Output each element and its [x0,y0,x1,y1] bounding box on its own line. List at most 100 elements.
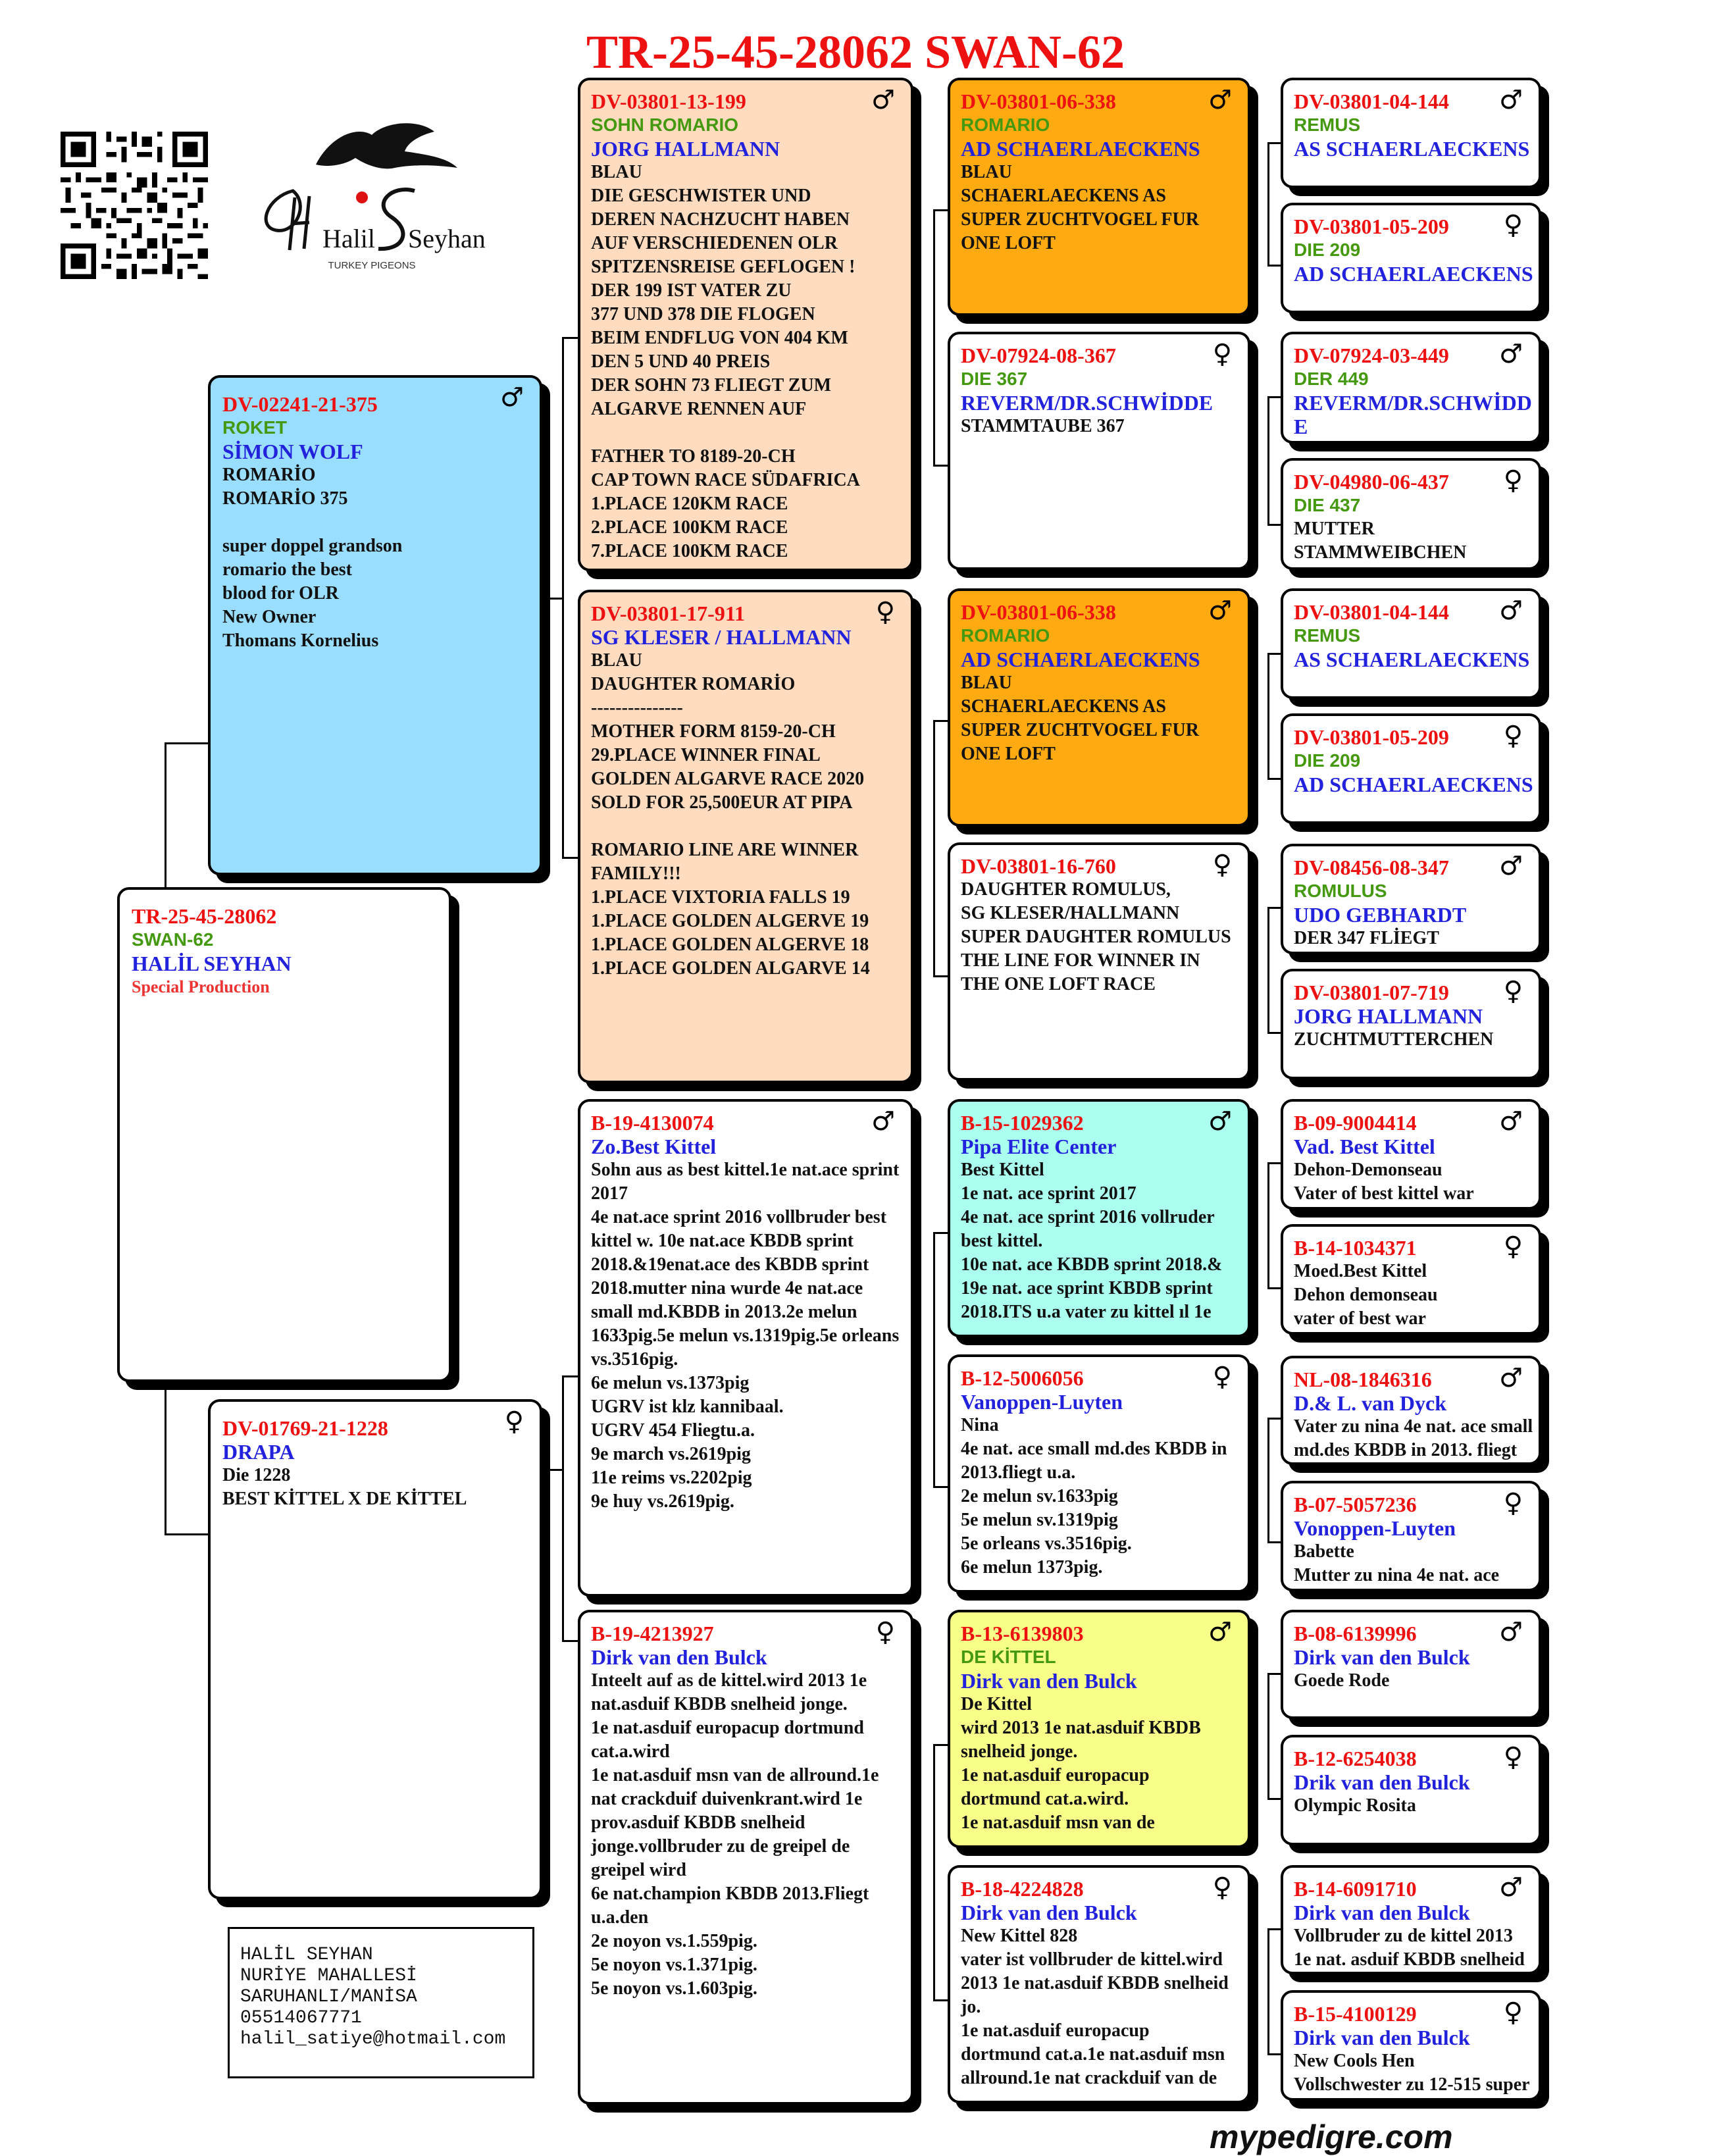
pedigree-line: 1e nat.asduif europacup [961,1765,1150,1785]
female-symbol-icon: ♀ [1503,721,1523,751]
pedigree-line: romario the best [222,559,352,580]
pedigree-line: blood for OLR [222,583,339,603]
pedigree-line: 2018.&19enat.ace des KBDB sprint [591,1254,869,1275]
ring-number: B-14-6091710 [1294,1877,1417,1901]
contact-email[interactable]: halil_satiye@hotmail.com [240,2029,506,2049]
pedigree-line: HALİL SEYHAN [132,952,292,975]
pedigree-line: 1e nat. asduif KBDB snelheid [1294,1949,1525,1970]
pedigree-line: ROMULUS [1294,881,1387,901]
pedigree-line: 2013.fliegt u.a. [961,1462,1076,1483]
contact-line: HALİL SEYHAN [240,1945,373,1965]
pedigree-line: SOHN ROMARIO [591,115,738,135]
pedigree-line: BEST KİTTEL X DE KİTTEL [222,1489,467,1509]
pedigree-line: Pipa Elite Center [961,1135,1117,1158]
pedigree-line: DER SOHN 73 FLIEGT ZUM [591,375,832,396]
pedigree-line: 6e nat.champion KBDB 2013.Fliegt [591,1884,869,1904]
pedigree-line: AD SCHAERLAECKENS [1294,773,1533,796]
pedigree-line: Olympic Rosita [1294,1795,1416,1816]
pedigree-line: 19e nat. ace sprint KBDB sprint [961,1278,1213,1298]
pedigree-line: vater of best war [1294,1308,1426,1329]
pedigree-line [591,815,911,838]
pedigree-line: D.& L. van Dyck [1294,1391,1447,1415]
pedigree-line: 1633pig.5e melun vs.1319pig.5e orleans [591,1325,900,1346]
pedigree-line: Special Production [132,977,270,996]
pedigree-line: 4e nat. ace sprint 2016 vollruder [961,1207,1215,1227]
pedigree-line: ROKET [222,417,287,438]
pedigree-line: REMUS [1294,625,1361,646]
pedigree-line: nat crackduif duivenkrant.wird 1e [591,1789,863,1809]
pedigree-line: THE ONE LOFT RACE [961,974,1156,994]
pedigree-line: DER 449 [1294,369,1369,389]
pedigree-line: 7.PLACE 100KM RACE [591,541,788,561]
ring-number: B-19-4130074 [591,1111,714,1135]
ring-number: DV-03801-17-911 [591,602,746,625]
pedigree-line: ROMARİO 375 [222,488,348,509]
pedigree-line: ONE LOFT [961,744,1056,764]
pedigree-line: Vanoppen-Luyten [961,1390,1123,1414]
pedigree-line: UDO GEBHARDT [1294,903,1467,927]
pedigree-line: cat.a.wird [591,1741,670,1762]
footer-site-link[interactable]: mypedigre.com [1210,2118,1453,2155]
pedigree-line: Dehon-Demonseau [1294,1160,1443,1180]
male-symbol-icon: ♂ [1499,1617,1523,1647]
pedigree-line: Nina [961,1415,999,1435]
ring-number: B-18-4224828 [961,1877,1084,1901]
ring-number: DV-01769-21-1228 [222,1416,388,1440]
pedigree-line [591,421,911,445]
pedigree-line: Dirk van den Bulck [591,1645,767,1669]
pedigree-line: BEIM ENDFLUG VON 404 KM [591,328,848,348]
pedigree-line: Mutter zu nina 4e nat. ace [1294,1565,1500,1585]
pedigree-line: DIE 209 [1294,750,1361,771]
male-symbol-icon: ♂ [1208,1106,1232,1137]
male-symbol-icon: ♂ [1499,596,1523,626]
pedigree-line: E [1294,415,1308,438]
ring-number: B-19-4213927 [591,1622,714,1645]
female-symbol-icon: ♀ [1503,1488,1523,1518]
pedigree-line: SUPER ZUCHTVOGEL FUR [961,209,1199,230]
ring-number: B-09-9004414 [1294,1111,1417,1135]
pedigree-line: UGRV ist klz kannibaal. [591,1397,784,1417]
male-symbol-icon: ♂ [1499,339,1523,369]
pedigree-line: BLAU [961,673,1012,693]
pedigree-line: Vad. Best Kittel [1294,1135,1435,1158]
ring-number: DV-04980-06-437 [1294,470,1449,494]
logo-text-first: Halil [322,224,375,253]
pedigree-line: AD SCHAERLAECKENS [961,648,1200,671]
pedigree-line: 1e nat.asduif msn van de allround.1e [591,1765,879,1785]
ring-number: B-15-4100129 [1294,2002,1417,2026]
pedigree-line: SUPER ZUCHTVOGEL FUR [961,720,1199,740]
pedigree-line: prov.asduif KBDB snelheid [591,1812,805,1833]
pedigree-line: Vonoppen-Luyten [1294,1516,1456,1540]
